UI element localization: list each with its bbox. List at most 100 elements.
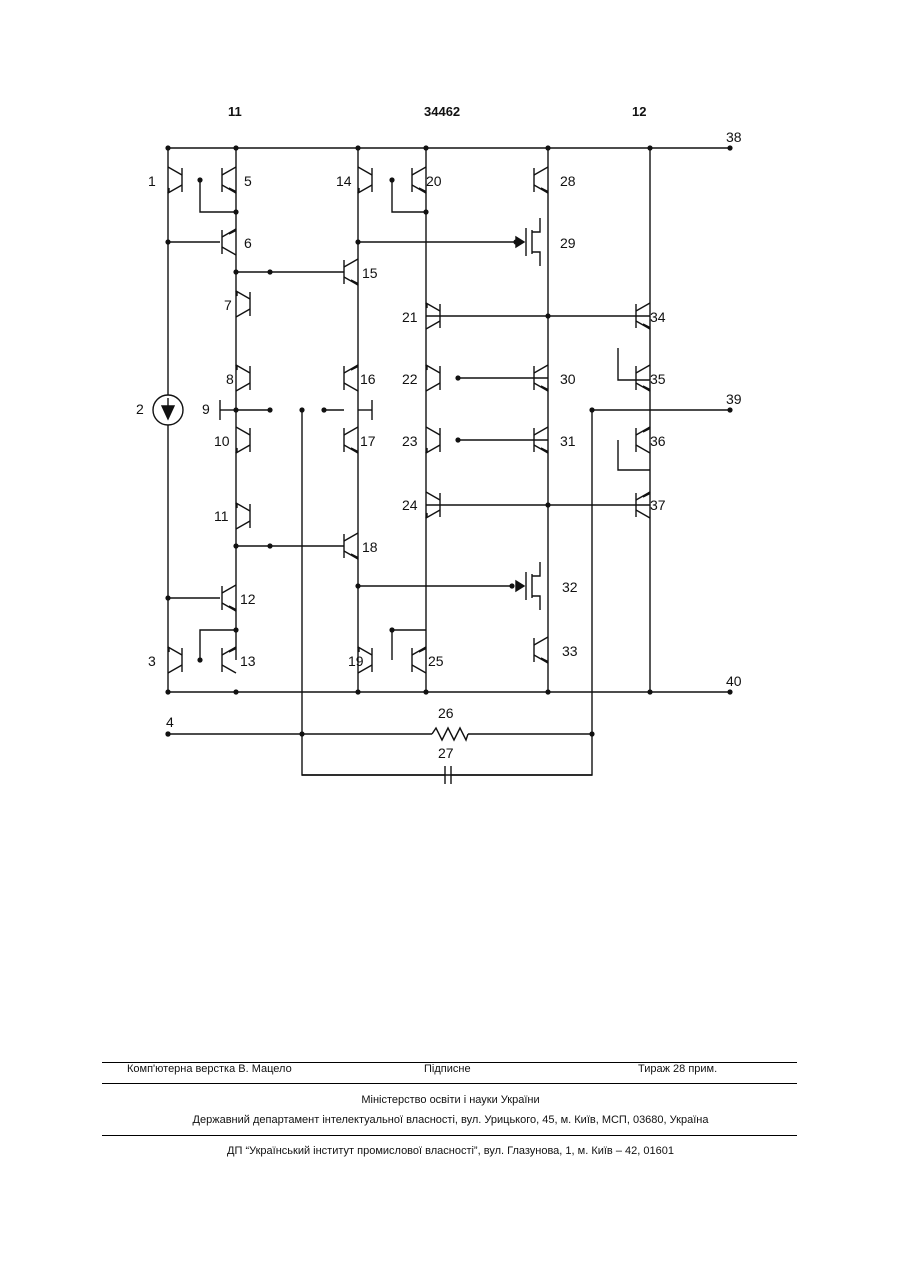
- transistor-17: [344, 427, 358, 453]
- junction-dot: [233, 689, 238, 694]
- footer-signed: Підписне: [424, 1063, 471, 1075]
- label-10: 10: [214, 433, 230, 449]
- resistor-26: [432, 728, 468, 740]
- junction-dot: [589, 731, 594, 736]
- junction-dot: [355, 145, 360, 150]
- label-21: 21: [402, 309, 418, 325]
- transistor-15: [344, 259, 358, 285]
- junction-dot: [423, 689, 428, 694]
- junction-dot: [727, 145, 732, 150]
- junction-dot: [513, 239, 518, 244]
- transistor-14: [358, 167, 372, 193]
- junction-dot: [545, 502, 550, 507]
- label-25: 25: [428, 653, 444, 669]
- junction-dot: [423, 145, 428, 150]
- junction-dot: [233, 269, 238, 274]
- transistor-35: [636, 365, 650, 391]
- circuit-schematic: 1234567891011121314151617181920212223242…: [0, 0, 901, 820]
- wire: [200, 630, 236, 660]
- label-27: 27: [438, 745, 454, 761]
- label-23: 23: [402, 433, 418, 449]
- label-18: 18: [362, 539, 378, 555]
- junction-dot: [197, 177, 202, 182]
- field-transistor-29: [516, 218, 540, 266]
- label-19: 19: [348, 653, 364, 669]
- label-29: 29: [560, 235, 576, 251]
- label-2: 2: [136, 401, 144, 417]
- wire: [618, 440, 650, 470]
- label-17: 17: [360, 433, 376, 449]
- label-15: 15: [362, 265, 378, 281]
- junction-dot: [355, 689, 360, 694]
- label-34: 34: [650, 309, 666, 325]
- label-35: 35: [650, 371, 666, 387]
- label-28: 28: [560, 173, 576, 189]
- transistor-23: [426, 427, 440, 453]
- junction-dot: [455, 437, 460, 442]
- junction-dot: [233, 145, 238, 150]
- label-31: 31: [560, 433, 576, 449]
- junction-dot: [355, 583, 360, 588]
- label-7: 7: [224, 297, 232, 313]
- label-9: 9: [202, 401, 210, 417]
- junction-dot: [727, 689, 732, 694]
- junction-dot: [545, 145, 550, 150]
- wire: [392, 180, 426, 212]
- label-40: 40: [726, 673, 742, 689]
- transistor-3: [168, 647, 182, 673]
- junction-dot: [267, 269, 272, 274]
- label-4: 4: [166, 714, 174, 730]
- footer-ministry: Міністерство освіти і науки України: [0, 1094, 901, 1106]
- footer-layout-credit: Комп'ютерна верстка В. Мацело: [127, 1063, 292, 1075]
- transistor-25: [412, 647, 426, 673]
- label-24: 24: [402, 497, 418, 513]
- junction-dot: [509, 583, 514, 588]
- junction-dot: [233, 543, 238, 548]
- label-11: 11: [214, 508, 229, 524]
- junction-dot: [299, 407, 304, 412]
- transistor-36: [636, 427, 650, 453]
- current-source-arrow: [162, 406, 174, 419]
- wire: [618, 348, 650, 380]
- label-1: 1: [148, 173, 156, 189]
- junction-dot: [299, 731, 304, 736]
- junction-dot: [233, 407, 238, 412]
- transistor-6: [222, 229, 236, 255]
- label-26: 26: [438, 705, 454, 721]
- label-12: 12: [240, 591, 256, 607]
- transistor-8: [236, 365, 250, 391]
- junction-dot: [389, 627, 394, 632]
- field-transistor-32: [516, 562, 540, 610]
- transistor-18: [344, 533, 358, 559]
- label-30: 30: [560, 371, 576, 387]
- transistor-12: [222, 585, 236, 611]
- junction-dot: [545, 689, 550, 694]
- transistor-7: [236, 291, 250, 317]
- label-16: 16: [360, 371, 376, 387]
- transistor-5: [222, 167, 236, 193]
- junction-dot: [267, 407, 272, 412]
- label-37: 37: [650, 497, 666, 513]
- footer-department: Державний департамент інтелектуальної вл…: [0, 1114, 901, 1126]
- transistor-22: [426, 365, 440, 391]
- junction-dot: [267, 543, 272, 548]
- transistor-13: [222, 647, 236, 673]
- junction-dot: [233, 209, 238, 214]
- transistor-20: [412, 167, 426, 193]
- transistor-11: [236, 503, 250, 529]
- junction-dot: [165, 145, 170, 150]
- transistor-10: [236, 427, 250, 453]
- junction-dot: [197, 657, 202, 662]
- label-22: 22: [402, 371, 418, 387]
- schematic-wires: [168, 148, 730, 775]
- junction-dot: [165, 731, 170, 736]
- label-38: 38: [726, 129, 742, 145]
- wire: [392, 630, 426, 660]
- junction-dot: [423, 209, 428, 214]
- junction-dot: [455, 375, 460, 380]
- label-13: 13: [240, 653, 256, 669]
- label-36: 36: [650, 433, 666, 449]
- label-5: 5: [244, 173, 252, 189]
- transistor-28: [534, 167, 548, 193]
- transistor-33: [534, 637, 548, 663]
